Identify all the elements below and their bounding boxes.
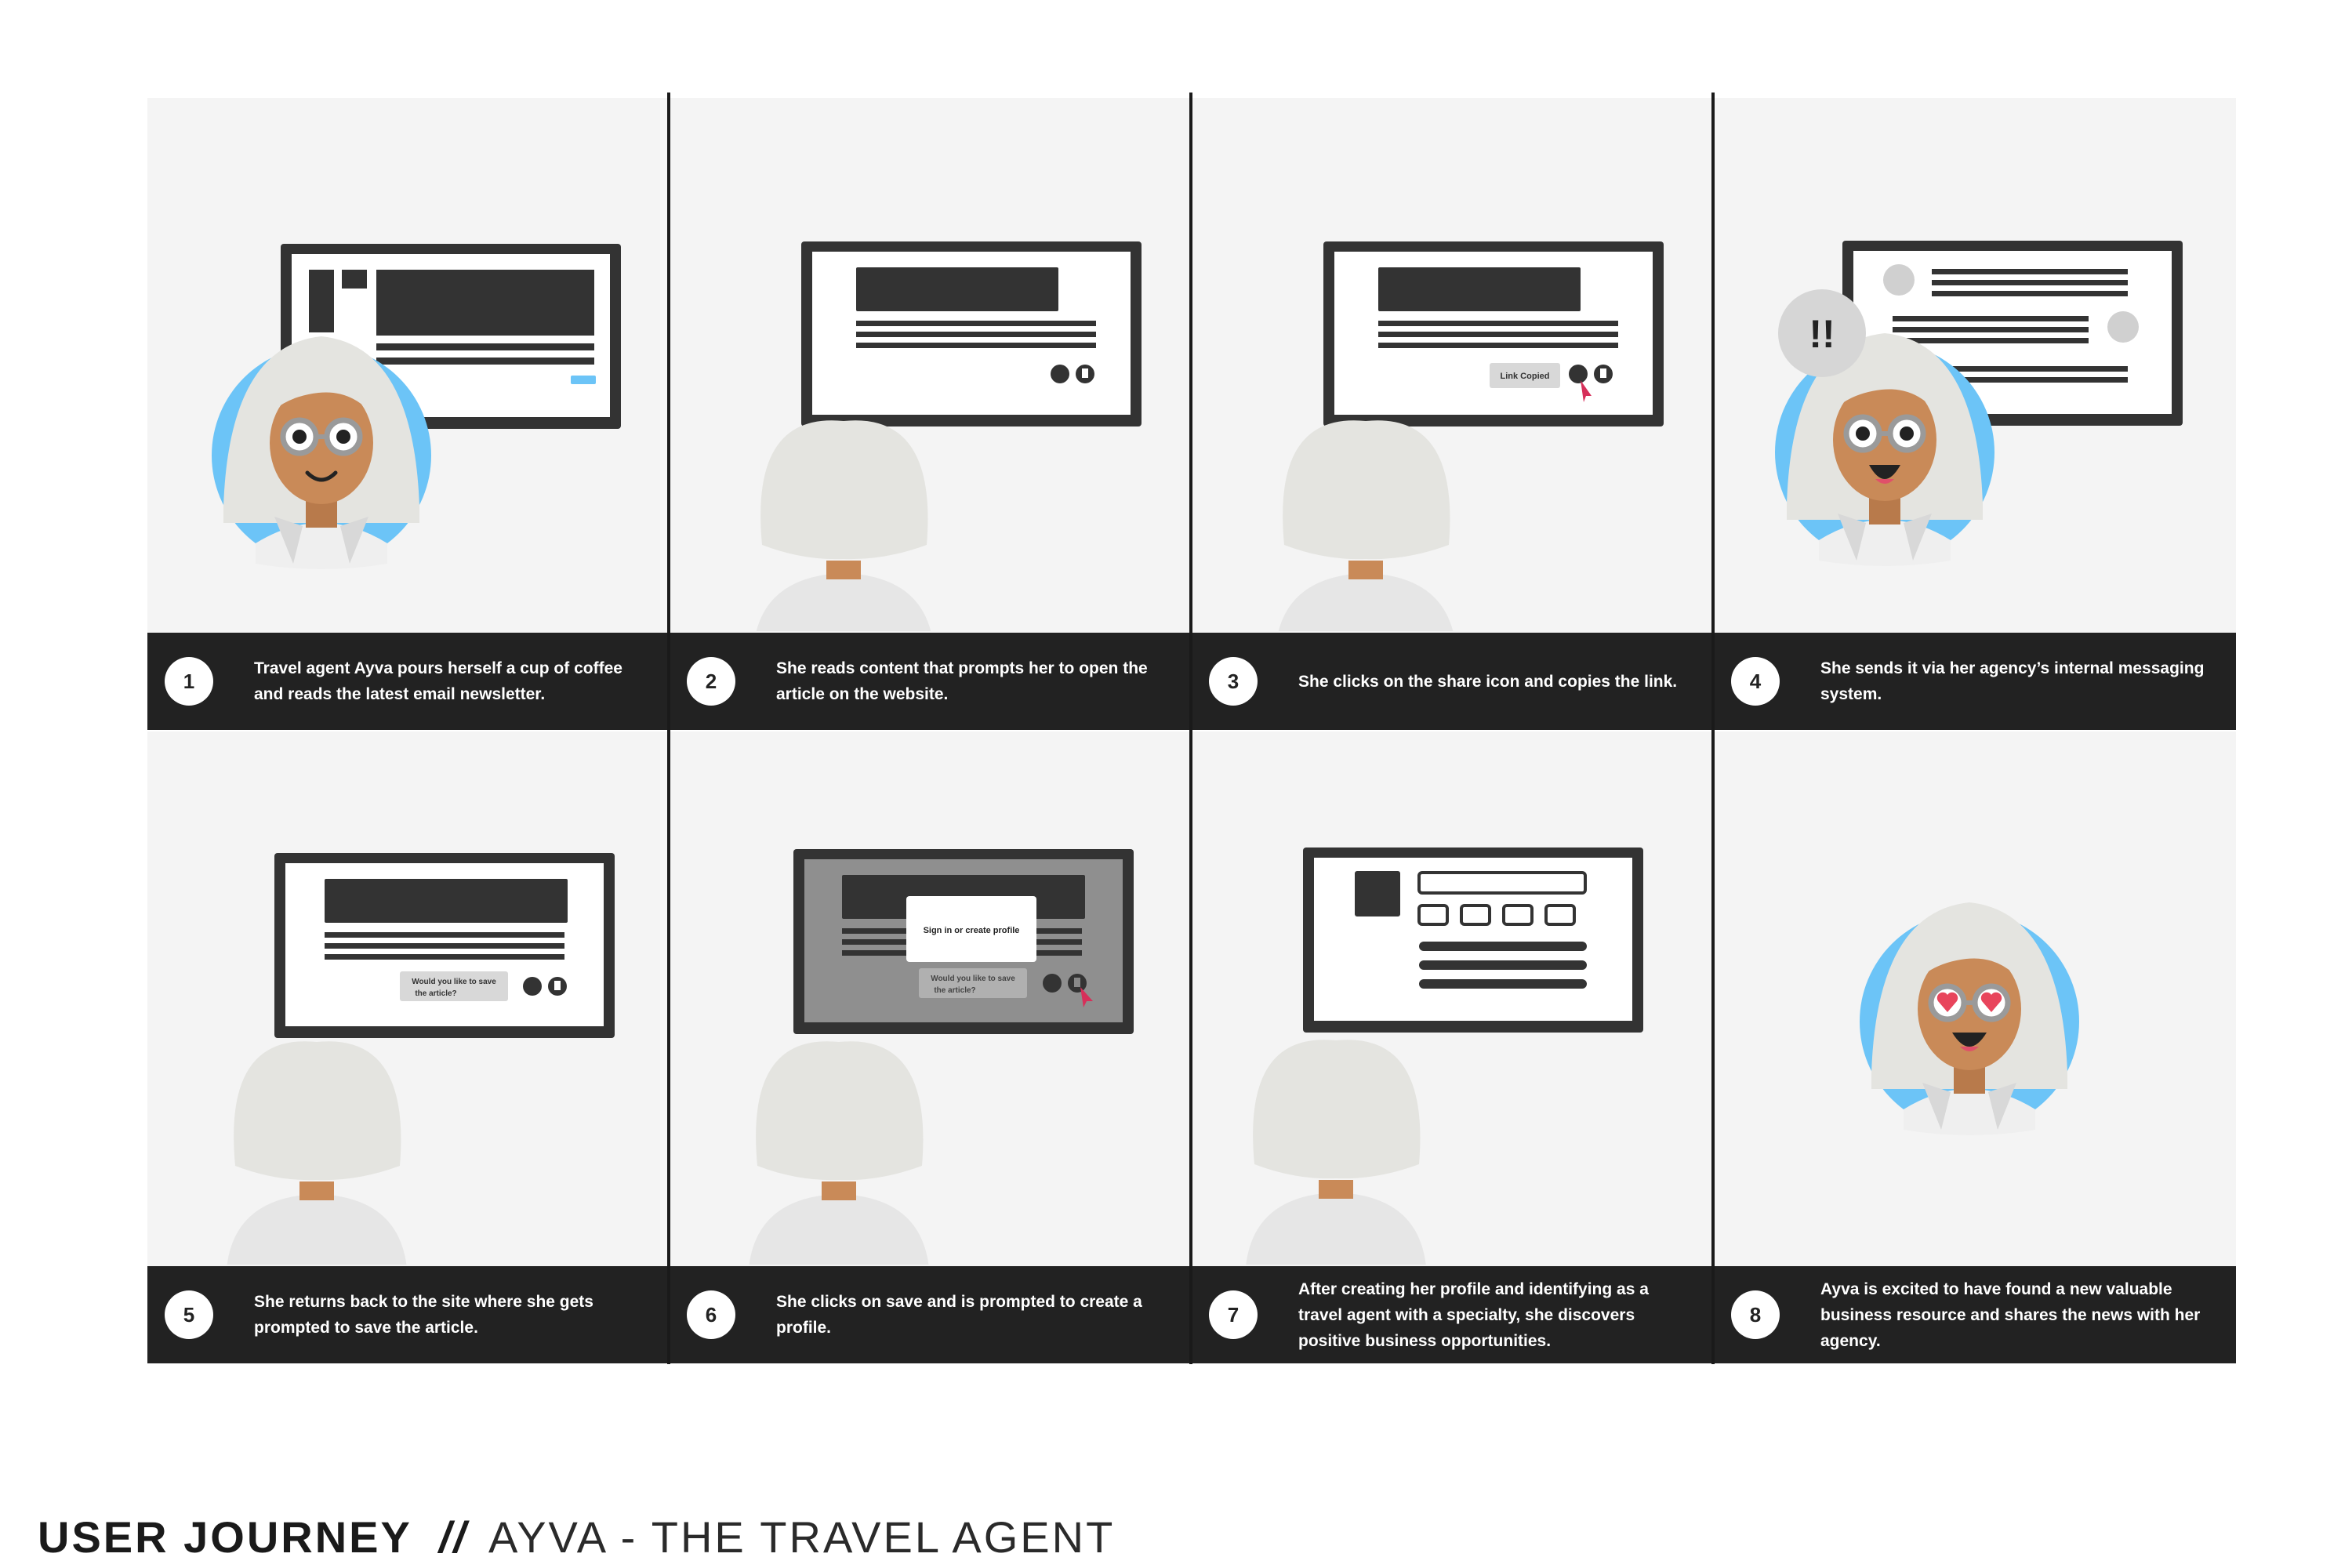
ayva-avatar-excited <box>1775 333 1994 566</box>
sign-in-modal <box>906 896 1036 962</box>
save-prompt-line1: Would you like to save <box>412 978 496 986</box>
save-prompt-line2: the article? <box>934 986 975 995</box>
ayva-from-behind <box>1246 1040 1426 1265</box>
step-caption: She returns back to the site where she g… <box>254 1293 593 1337</box>
step-caption: She sends it via her agency’s internal m… <box>1820 659 2205 703</box>
story-panel-7: 7 After creating her profile and identif… <box>1192 731 1712 1363</box>
exclamation-bubble: !! <box>1778 289 1866 377</box>
caption-bar: 5 She returns back to the site where she… <box>147 1266 668 1363</box>
sign-in-prompt: Sign in or create profile <box>924 926 1020 935</box>
panel-divider <box>1189 93 1192 1364</box>
caption-bar: 2 She reads content that prompts her to … <box>670 633 1190 730</box>
caption-bar: 3 She clicks on the share icon and copie… <box>1192 633 1712 730</box>
scene-4: !! <box>1775 241 2183 566</box>
story-panel-3: Link Copied 3 She clicks on the share ic… <box>1192 98 1712 730</box>
step-caption: After creating her profile and identifyi… <box>1298 1279 1649 1350</box>
monitor <box>801 241 1142 426</box>
story-panel-5: Would you like to save the article? 5 Sh… <box>147 731 668 1363</box>
step-number: 6 <box>687 1290 735 1339</box>
title-separator: // <box>438 1512 468 1562</box>
scene-6: Would you like to save the article? Sign… <box>749 849 1134 1265</box>
heart-eye-icon <box>1936 992 1958 1012</box>
monitor: Would you like to save the article? <box>274 853 615 1038</box>
step-caption: She reads content that prompts her to op… <box>776 659 1148 703</box>
caption-bar: 8 Ayva is excited to have found a new va… <box>1714 1266 2236 1363</box>
monitor <box>1303 848 1643 1033</box>
ayva-from-behind <box>756 420 931 631</box>
scene-1 <box>212 244 621 569</box>
title-subtitle: AYVA - THE TRAVEL AGENT <box>488 1512 1116 1562</box>
ayva-from-behind <box>227 1041 407 1265</box>
caption-bar: 1 Travel agent Ayva pours herself a cup … <box>147 633 668 730</box>
scene-3: Link Copied <box>1278 241 1664 631</box>
caption-bar: 6 She clicks on save and is prompted to … <box>670 1266 1190 1363</box>
monitor: Link Copied <box>1323 241 1664 426</box>
title-main: USER JOURNEY <box>38 1512 412 1562</box>
story-panel-4: !! 4 She sends it via her agency’s inter… <box>1714 98 2236 730</box>
panel-divider <box>1711 93 1715 1364</box>
step-caption: Ayva is excited to have found a new valu… <box>1820 1279 2201 1350</box>
caption-bar: 4 She sends it via her agency’s internal… <box>1714 633 2236 730</box>
story-panel-6: Would you like to save the article? Sign… <box>670 731 1190 1363</box>
step-number: 3 <box>1209 657 1258 706</box>
step-number: 5 <box>165 1290 213 1339</box>
ayva-avatar-love <box>1860 902 2079 1135</box>
step-number: 2 <box>687 657 735 706</box>
step-number: 1 <box>165 657 213 706</box>
story-panel-2: 2 She reads content that prompts her to … <box>670 98 1190 730</box>
scene-2 <box>756 241 1142 631</box>
step-caption: She clicks on the share icon and copies … <box>1298 672 1678 691</box>
monitor: Would you like to save the article? Sign… <box>793 849 1134 1034</box>
caption-bar: 7 After creating her profile and identif… <box>1192 1266 1712 1363</box>
link-copied-label: Link Copied <box>1501 372 1550 381</box>
story-panel-1: 1 Travel agent Ayva pours herself a cup … <box>147 98 668 730</box>
scene-7 <box>1246 848 1643 1265</box>
scene-8 <box>1860 902 2079 1135</box>
cursor-icon <box>1080 987 1093 1007</box>
ayva-from-behind <box>1278 420 1454 631</box>
step-number: 8 <box>1731 1290 1780 1339</box>
panel-divider <box>667 93 670 1364</box>
step-number: 4 <box>1731 657 1780 706</box>
save-prompt-line2: the article? <box>415 989 456 998</box>
exclamation-icon: !! <box>1809 312 1835 356</box>
heart-eye-icon <box>1980 992 2002 1012</box>
save-prompt-line1: Would you like to save <box>931 975 1015 983</box>
page-title: USER JOURNEY // AYVA - THE TRAVEL AGENT <box>38 1512 1115 1566</box>
ayva-from-behind <box>749 1041 929 1265</box>
step-caption: She clicks on save and is prompted to cr… <box>776 1293 1142 1337</box>
cursor-icon <box>1581 380 1592 402</box>
step-caption: Travel agent Ayva pours herself a cup of… <box>254 659 622 703</box>
scene-5: Would you like to save the article? <box>227 853 615 1265</box>
story-panel-8: 8 Ayva is excited to have found a new va… <box>1714 731 2236 1363</box>
ayva-avatar-smiling <box>212 336 431 569</box>
step-number: 7 <box>1209 1290 1258 1339</box>
